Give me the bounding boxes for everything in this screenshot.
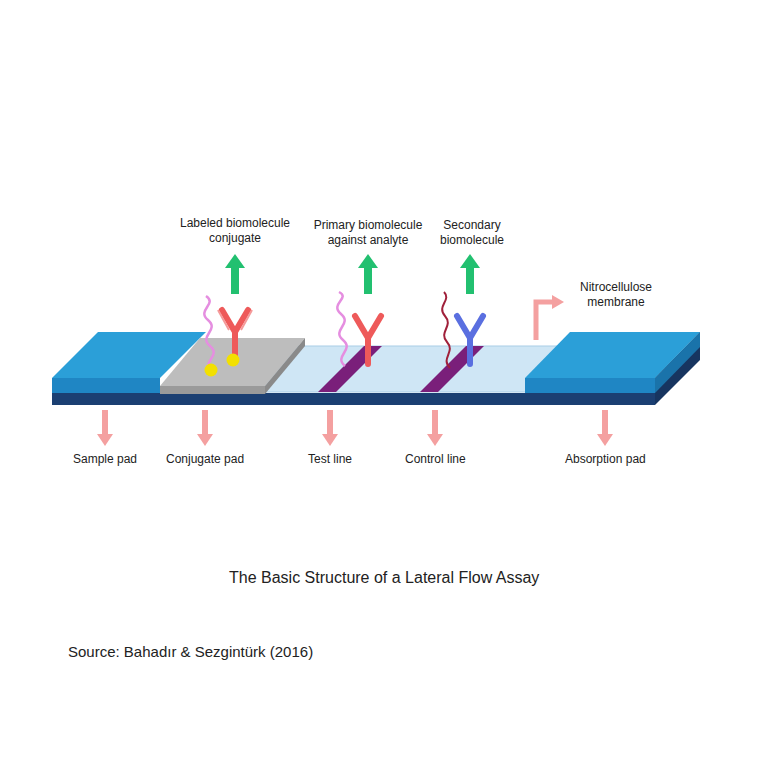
- conjugate-pad-end: [265, 338, 305, 394]
- test-line-band: [318, 346, 382, 392]
- part-label: Secondary biomolecule: [432, 218, 512, 248]
- analyte-helix: [337, 292, 346, 366]
- gold-label: [205, 364, 218, 377]
- labeled-antibody: [222, 310, 248, 356]
- absorption-pad-side: [525, 378, 655, 393]
- part-label: Absorption pad: [565, 452, 646, 467]
- part-label: Conjugate pad: [166, 452, 244, 467]
- source-caption: Source: Bahadır & Sezgintürk (2016): [68, 643, 313, 660]
- pointer-arrows: [225, 254, 480, 294]
- gold-label: [227, 354, 240, 367]
- part-label: Control line: [405, 452, 466, 467]
- primary-antibody: [355, 316, 381, 364]
- control-line-band: [420, 346, 484, 392]
- part-label: Sample pad: [73, 452, 137, 467]
- analyte-helix: [204, 296, 213, 372]
- absorption-pad-end: [655, 332, 700, 393]
- diagram-title: The Basic Structure of a Lateral Flow As…: [229, 569, 539, 587]
- captured-conjugate-strand: [442, 292, 450, 368]
- sample-pad-side: [52, 378, 160, 393]
- conjugate-pad-side: [160, 386, 265, 394]
- secondary-antibody: [457, 316, 483, 364]
- backing-card: [52, 393, 655, 405]
- part-label: Primary biomolecule against analyte: [309, 218, 427, 248]
- part-label: Labeled biomolecule conjugate: [165, 216, 305, 246]
- part-arrows: [97, 295, 613, 446]
- part-label: Nitrocellulose membrane: [566, 280, 666, 310]
- part-label: Test line: [308, 452, 352, 467]
